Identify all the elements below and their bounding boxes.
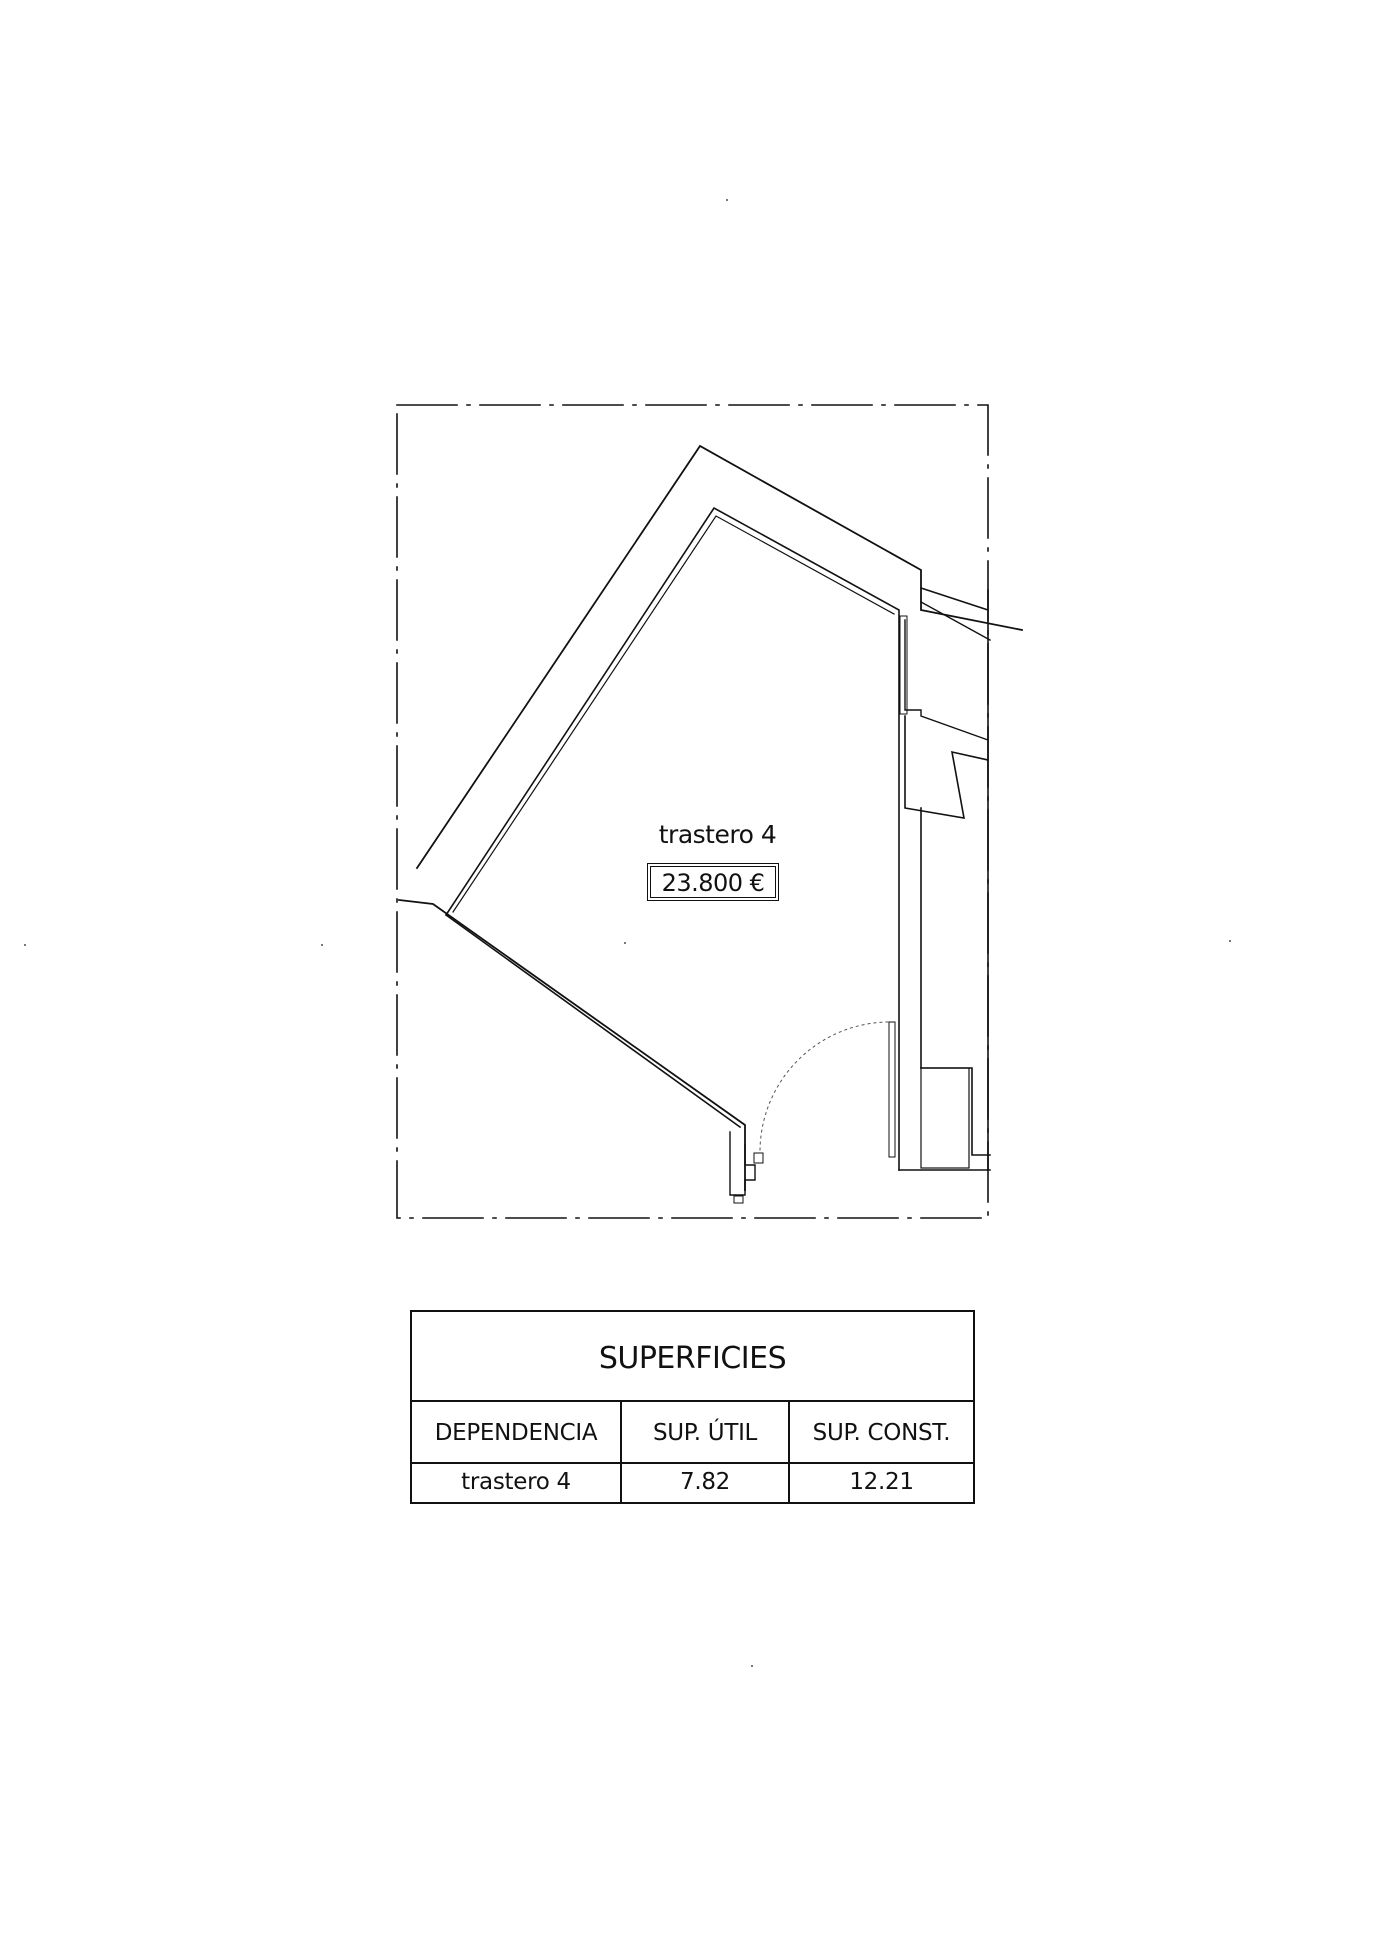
header-sup-const: SUP. CONST. bbox=[812, 1420, 951, 1446]
table-header-row: DEPENDENCIA SUP. ÚTIL SUP. CONST. bbox=[412, 1402, 973, 1464]
table-row: trastero 4 7.82 12.21 bbox=[412, 1464, 973, 1502]
scan-speck bbox=[1229, 940, 1231, 942]
scan-speck bbox=[321, 944, 323, 946]
inner-wall bbox=[444, 506, 900, 1171]
scan-speck bbox=[624, 942, 626, 944]
cell-dependencia: trastero 4 bbox=[412, 1464, 622, 1502]
scan-speck bbox=[24, 944, 26, 946]
surfaces-table: SUPERFICIES DEPENDENCIA SUP. ÚTIL SUP. C… bbox=[410, 1310, 975, 1504]
header-dependencia: DEPENDENCIA bbox=[412, 1402, 622, 1462]
lower-wall bbox=[398, 899, 746, 1191]
outer-wall bbox=[415, 444, 1024, 870]
scan-speck bbox=[751, 1665, 753, 1667]
price-tag: 23.800 € bbox=[647, 863, 779, 901]
room-label: trastero 4 bbox=[658, 820, 777, 849]
scan-speck bbox=[726, 199, 728, 201]
cell-sup-const: 12.21 bbox=[849, 1469, 914, 1495]
table-title: SUPERFICIES bbox=[412, 1312, 973, 1402]
door-swing-arc bbox=[759, 1021, 889, 1151]
header-sup-util: SUP. ÚTIL bbox=[622, 1402, 790, 1462]
cell-sup-util: 7.82 bbox=[622, 1464, 790, 1502]
